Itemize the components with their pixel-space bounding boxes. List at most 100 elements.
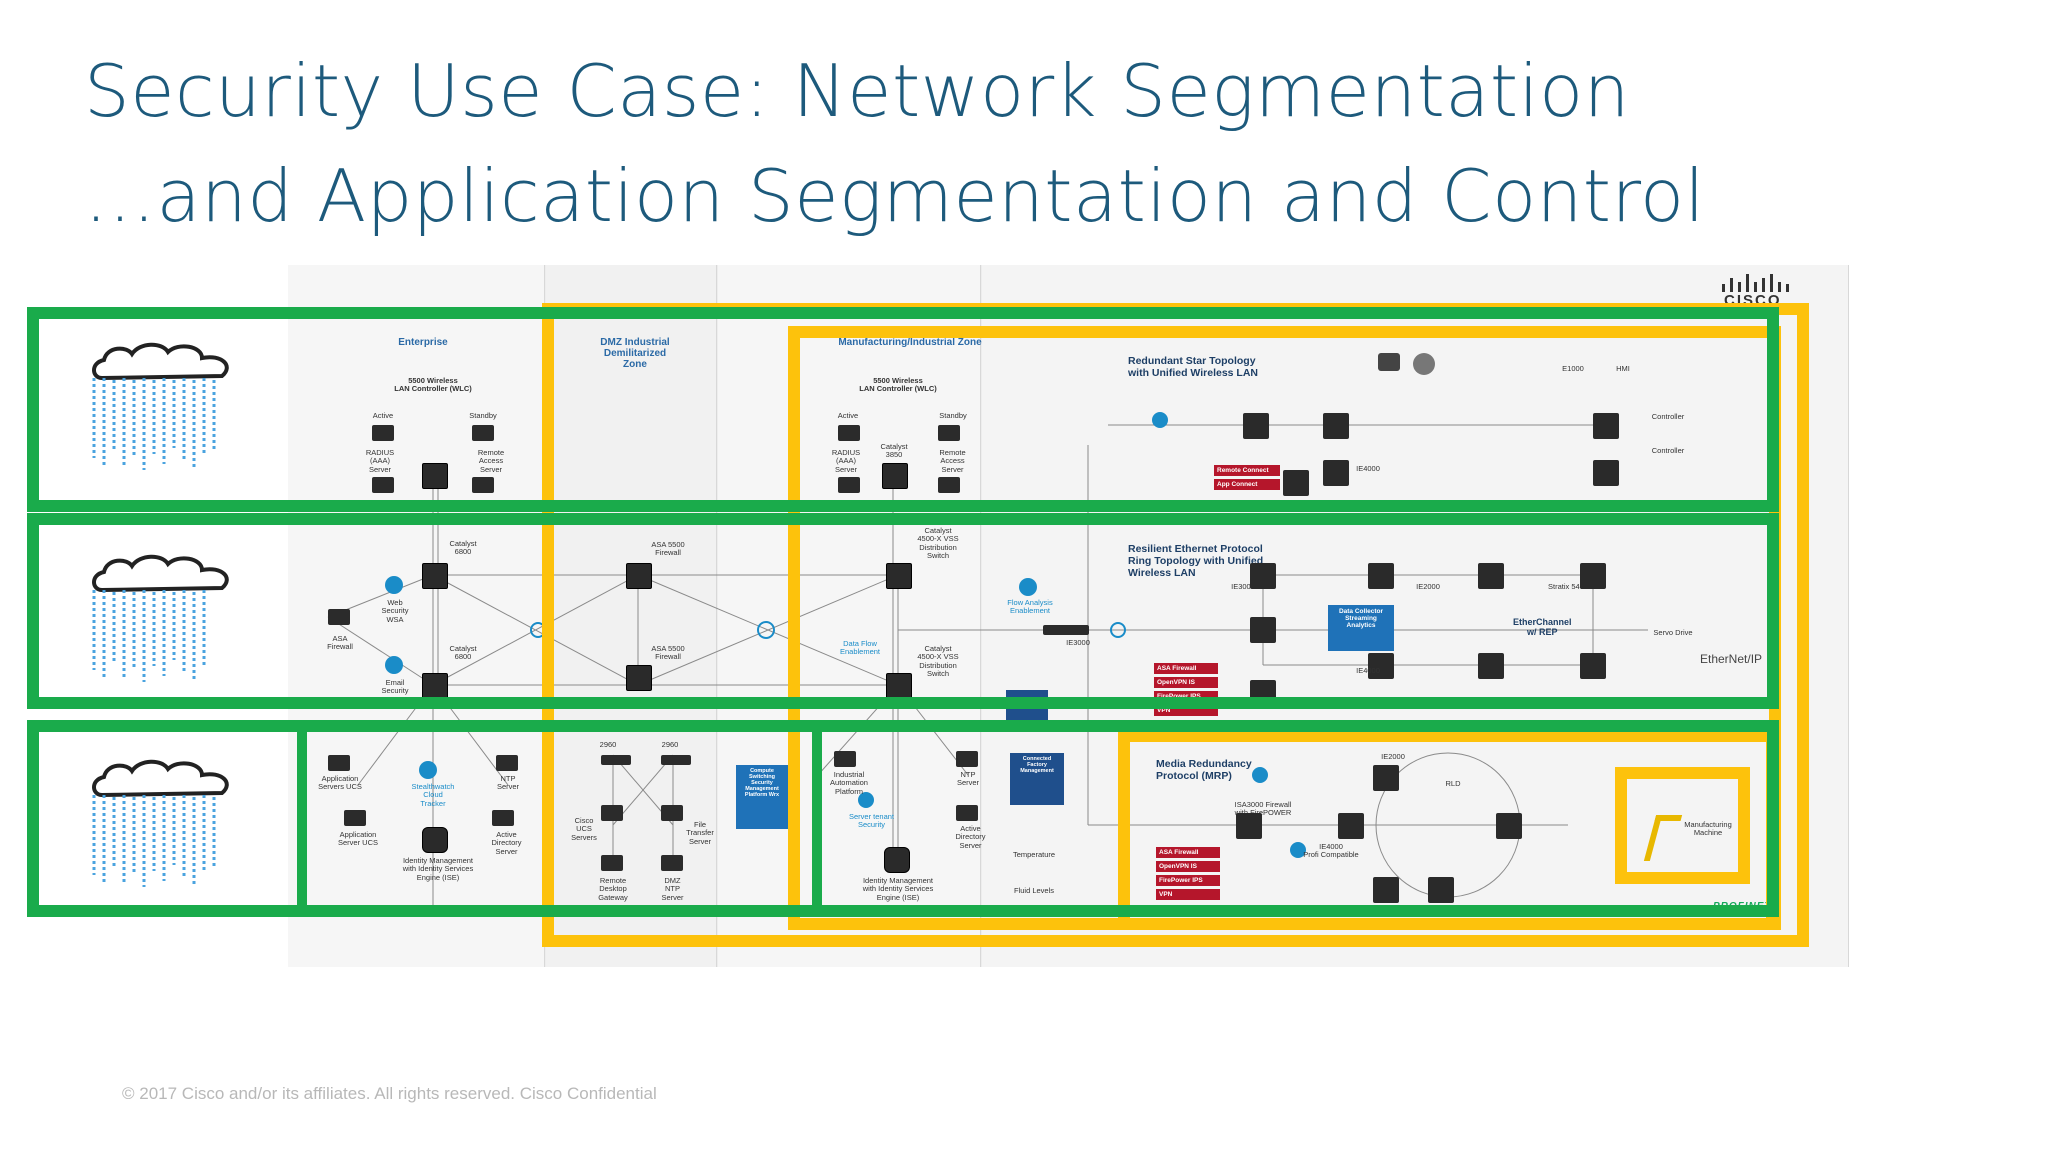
dmz-file-transfer-label: File Transfer Server [686, 820, 714, 846]
green-segment-bottom [27, 720, 1779, 917]
enterprise-core-switch [422, 463, 448, 489]
mfg-wlc-active [838, 425, 860, 441]
enterprise-remote-server [472, 477, 494, 493]
green-segment-middle [27, 513, 1779, 709]
cell-controller2-label: Controller [1651, 446, 1685, 455]
mfg-remote-server [938, 477, 960, 493]
dmz-sw-right [661, 755, 691, 765]
mfg-wlc-standby [938, 425, 960, 441]
cell-mrp-vpn: VPN [1156, 889, 1220, 900]
enterprise-ad-ucs-label: Application Server UCS [337, 830, 378, 848]
cloud-binary-icon [92, 554, 229, 682]
cell-ring-switch-2 [1368, 563, 1394, 589]
cell-mrp-rld-label: RLD [1445, 779, 1461, 788]
mfg-wlc-label: 5500 Wireless LAN Controller (WLC) [859, 376, 937, 394]
dmz-sw-right-label: 2960 [661, 740, 679, 749]
dmz-remote-desktop [601, 855, 623, 871]
enterprise-asa-firewall [328, 609, 350, 625]
dmz-ucs-label: Cisco UCS Servers [571, 816, 597, 842]
mfg-core-switch [882, 463, 908, 489]
cell-mrp-switch-4 [1338, 813, 1364, 839]
cell-camera-icon [1378, 353, 1400, 371]
mfg-industrial-platform [834, 751, 856, 767]
cell-star-ie4000-label: IE4000 [1356, 464, 1380, 473]
enterprise-wlc-active [372, 425, 394, 441]
mfg-flow-analysis2-label: Data Flow Enablement [839, 639, 881, 657]
dmz-ntp-label: DMZ NTP Server [661, 876, 684, 902]
cell-mrp-switch-3 [1428, 877, 1454, 903]
cell-mrp-asa-label: ISA3000 Firewall with FirePOWER [1234, 800, 1292, 818]
enterprise-active-label: Active [372, 411, 394, 420]
cell-dome-camera-icon [1413, 353, 1435, 375]
cell-mrp-asa [1236, 813, 1262, 839]
enterprise-catalyst-top [422, 563, 448, 589]
cell-data-collector: Data Collector Streaming Analytics [1328, 605, 1394, 651]
cell-star-switch-5 [1593, 413, 1619, 439]
dmz-zone [546, 265, 717, 967]
mfg-ntp-label: NTP Server [956, 770, 980, 788]
cell-asa-firewall: ASA Firewall [1154, 663, 1218, 674]
dmz-asa-top [626, 563, 652, 589]
manufacturing-zone-label: Manufacturing/Industrial Zone [838, 337, 982, 348]
cell-ring-switch-7 [1478, 653, 1504, 679]
mfg-industrial-platform-label: Industrial Automation Platform [830, 770, 868, 796]
cell-ring-ie3000-label: IE3000 [1231, 582, 1255, 591]
enterprise-zone-label: Enterprise [398, 337, 448, 348]
dmz-compute-panel: Compute Switching Security Management Pl… [736, 765, 788, 829]
cell-ethernet-ip-label: EtherNet/IP [1700, 652, 1763, 666]
enterprise-app-servers-label: Application Servers UCS [318, 774, 362, 792]
cell-ring-switch-5 [1250, 617, 1276, 643]
slide-title-line1: Security Use Case: Network Segmentation [84, 49, 1630, 133]
dmz-sw-left-label: 2960 [599, 740, 617, 749]
cell-star-switch-6 [1593, 460, 1619, 486]
mfg-ise-label: Identity Management with Identity Servic… [862, 876, 934, 902]
green-segment-inner [297, 722, 822, 915]
dmz-asa-bottom [626, 665, 652, 691]
enterprise-web-security-label: Web Security WSA [381, 598, 409, 624]
dmz-remote-desktop-label: Remote Desktop Gateway [598, 876, 628, 902]
cloud-binary-icon [92, 342, 229, 470]
mfg-remote-label: Remote Access Server [939, 448, 966, 474]
cell-star-switch-4 [1283, 470, 1309, 496]
mfg-ie3000 [1043, 625, 1089, 635]
cell-star-hmi-label: HMI [1616, 364, 1630, 373]
mfg-active-label: Active [837, 411, 859, 420]
cell-ring-ie2000-label: IE2000 [1416, 582, 1440, 591]
cell-mrp-ie4000-label: IE4000 Profi Compatible [1303, 842, 1359, 860]
mfg-ie3000-label: IE3000 [1066, 638, 1090, 647]
dmz-ntp [661, 855, 683, 871]
mfg-fluid-label: Fluid Levels [1013, 886, 1055, 895]
cell-ring-ie4000-label: IE4000 [1356, 666, 1380, 675]
cell-servo-label: Servo Drive [1653, 628, 1693, 637]
mfg-flow-analysis-label: Flow Analysis Enablement [1007, 598, 1053, 616]
mfg-radius-label: RADIUS (AAA) Server [831, 448, 861, 474]
cell-mrp-switch-1 [1373, 765, 1399, 791]
dmz-sw-left [601, 755, 631, 765]
footer-copyright: © 2017 Cisco and/or its affiliates. All … [122, 1084, 657, 1103]
enterprise-catalyst-bottom [422, 673, 448, 699]
cell-etherchannel-label: EtherChannel w/ REP [1513, 617, 1572, 638]
enterprise-radius-server [372, 477, 394, 493]
cloud-binary-icon [92, 759, 229, 887]
manufacturing-zone [718, 265, 981, 967]
enterprise-ntp-label: NTP Server [496, 774, 520, 792]
cell-remote-connect: Remote Connect [1214, 465, 1280, 476]
cell-ring-label: Resilient Ethernet Protocol Ring Topolog… [1128, 543, 1264, 580]
slide-title-line2: …and Application Segmentation and Contro… [84, 154, 1706, 238]
enterprise-ise-label: Identity Management with Identity Servic… [402, 856, 474, 882]
cell-openvpn: OpenVPN IS [1154, 677, 1218, 688]
cell-mrp-openvpn: OpenVPN IS [1156, 861, 1220, 872]
enterprise-catalyst-bottom-label: Catalyst 6800 [449, 644, 477, 662]
enterprise-wlc-label: 5500 Wireless LAN Controller (WLC) [394, 376, 472, 394]
cell-mrp-label: Media Redundancy Protocol (MRP) [1156, 758, 1252, 783]
cell-mrp-switch-2 [1496, 813, 1522, 839]
enterprise-app-server [328, 755, 350, 771]
cell-ring-switch-3 [1478, 563, 1504, 589]
enterprise-ad-label: Active Directory Server [491, 830, 522, 856]
mfg-catalyst-dist-top-label: Catalyst 4500-X VSS Distribution Switch [917, 526, 959, 560]
enterprise-ucs-server [344, 810, 366, 826]
mfg-ntp-server [956, 751, 978, 767]
cell-manufacturing-machine-label: Manufacturing Machine [1684, 820, 1732, 838]
cell-ring-switch-1 [1250, 563, 1276, 589]
enterprise-wlc-standby [472, 425, 494, 441]
